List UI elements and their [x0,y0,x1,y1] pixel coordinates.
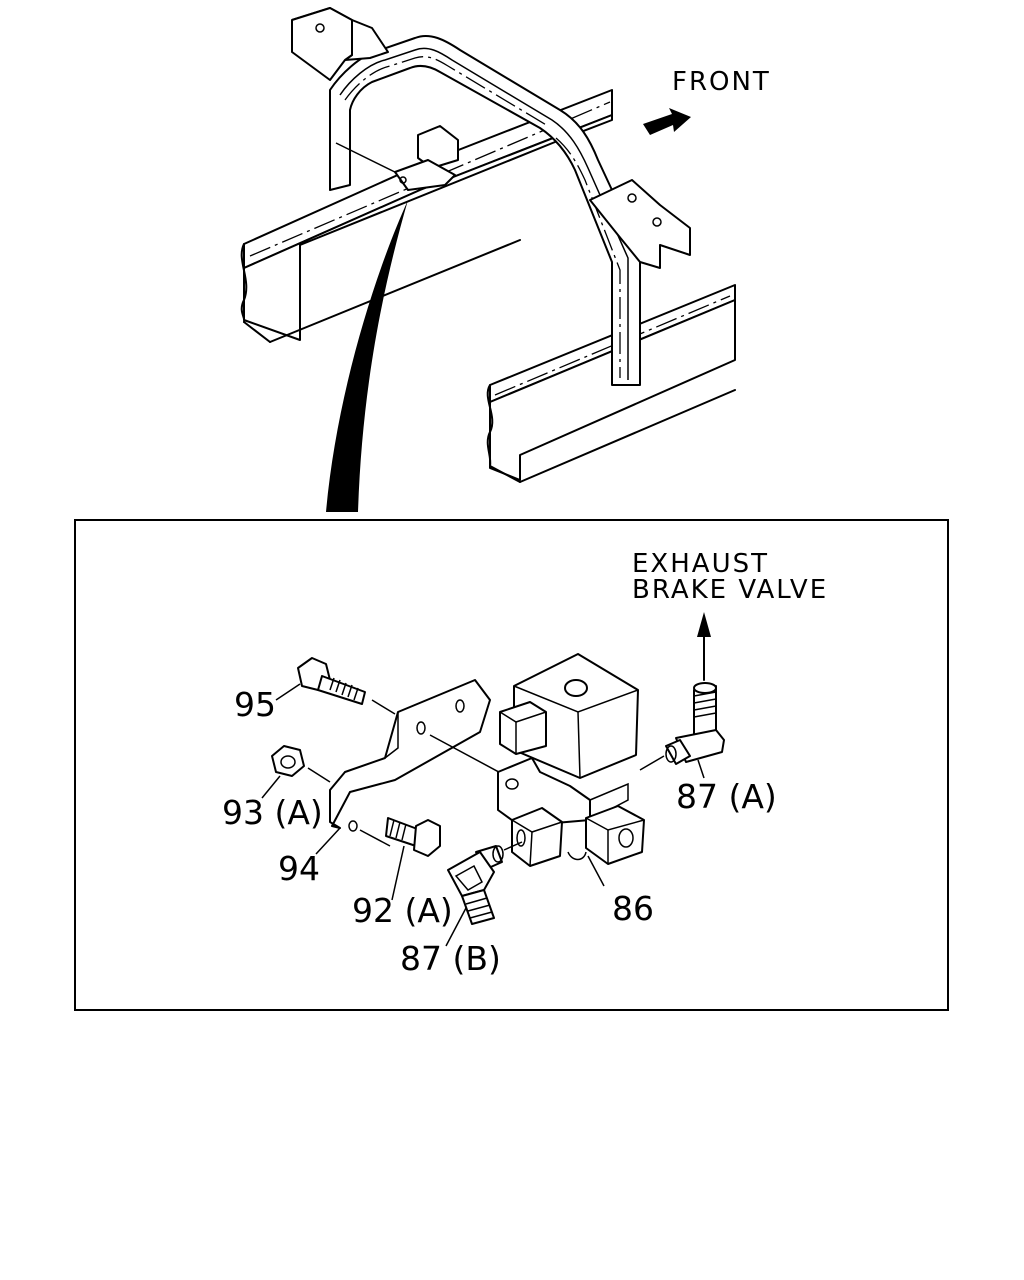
callout-86: 86 [612,889,654,928]
exhaust-brake-label-group: EXHAUST BRAKE VALVE [632,549,828,681]
front-arrow [643,108,691,135]
crossmember [291,7,691,386]
part-95-bolt [297,657,396,715]
chassis-overview: FRONT [240,7,771,512]
part-92a-bolt [385,817,441,857]
detail-pointer [326,200,408,512]
part-93a-nut [271,745,331,783]
leader-87a [697,759,705,779]
callout-92a: 92 (A) [352,891,453,930]
callout-87a: 87 (A) [676,777,777,816]
callout-95: 95 [234,685,276,724]
leader-94 [315,827,341,855]
callout-87b: 87 (B) [400,939,501,978]
part-87a-elbow-fitting [665,682,725,765]
leader-93a [261,775,281,799]
brake-valve-label: BRAKE VALVE [632,575,828,605]
detail-frame [74,519,949,1011]
leader-95 [275,683,301,701]
leader-92a [391,845,405,901]
leader-87b [445,907,467,947]
up-arrow-icon [697,612,711,637]
part-86-solenoid-valve [497,653,665,867]
callout-94: 94 [278,849,320,888]
right-frame-rail [486,284,736,483]
part-87b-elbow-fitting [447,841,523,925]
exhaust-label: EXHAUST [632,549,769,579]
front-label: FRONT [672,67,771,97]
valve-location-marker [335,125,459,191]
callout-93a: 93 (A) [222,793,323,832]
part-94-bracket [329,679,511,847]
leader-86 [587,855,605,887]
